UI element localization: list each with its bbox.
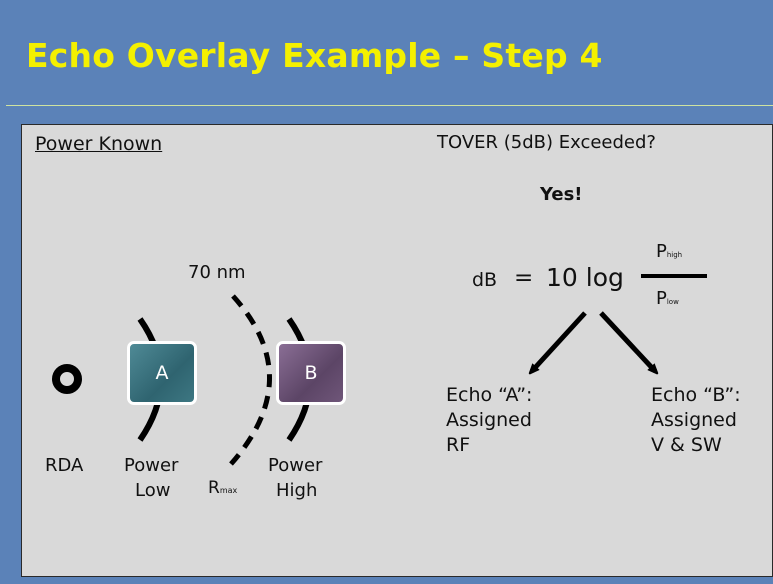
- power-high-label-line1: Power: [268, 455, 323, 476]
- result-a-line2: Assigned: [446, 409, 532, 431]
- distance-label: 70 nm: [188, 262, 246, 283]
- rmax-label: Rmax: [208, 478, 237, 498]
- power-low-label-line1: Power: [124, 455, 179, 476]
- p-high-subscript: high: [666, 251, 683, 259]
- result-b-line3: V & SW: [651, 434, 722, 456]
- fraction-bar: [641, 274, 707, 278]
- title-divider: [6, 105, 773, 106]
- result-a-line3: RF: [446, 434, 471, 456]
- result-b-line2: Assigned: [651, 409, 737, 431]
- rmax-main: R: [208, 478, 220, 498]
- rda-label: RDA: [45, 455, 84, 476]
- p-low-main: P: [656, 288, 667, 309]
- formula-numerator: Phigh: [656, 241, 682, 262]
- power-high-label-line2: High: [276, 480, 318, 501]
- arrow-to-echo-a: [532, 311, 587, 371]
- rda-ring-icon: [52, 364, 82, 394]
- echo-a-cell: A: [127, 341, 197, 405]
- echo-b-cell: B: [276, 341, 346, 405]
- slide-title: Echo Overlay Example – Step 4: [26, 36, 603, 75]
- panel-heading: Power Known: [35, 133, 163, 155]
- formula-denominator: Plow: [656, 288, 679, 309]
- p-low-subscript: low: [666, 298, 679, 306]
- echo-a-letter: A: [155, 362, 169, 384]
- formula-equals: =: [514, 265, 534, 291]
- power-low-label-line2: Low: [135, 480, 171, 501]
- echo-b-letter: B: [304, 362, 318, 384]
- result-b-line1: Echo “B”:: [651, 384, 741, 406]
- tover-answer: Yes!: [540, 184, 583, 205]
- rmax-dashed-arc: [229, 294, 272, 466]
- rmax-subscript: max: [219, 486, 238, 495]
- formula-coefficient: 10 log: [546, 263, 624, 292]
- p-high-main: P: [656, 241, 667, 262]
- tover-question: TOVER (5dB) Exceeded?: [437, 132, 656, 153]
- result-a-line1: Echo “A”:: [446, 384, 533, 406]
- arrow-to-echo-b: [599, 311, 655, 371]
- formula-lhs: dB: [472, 269, 498, 291]
